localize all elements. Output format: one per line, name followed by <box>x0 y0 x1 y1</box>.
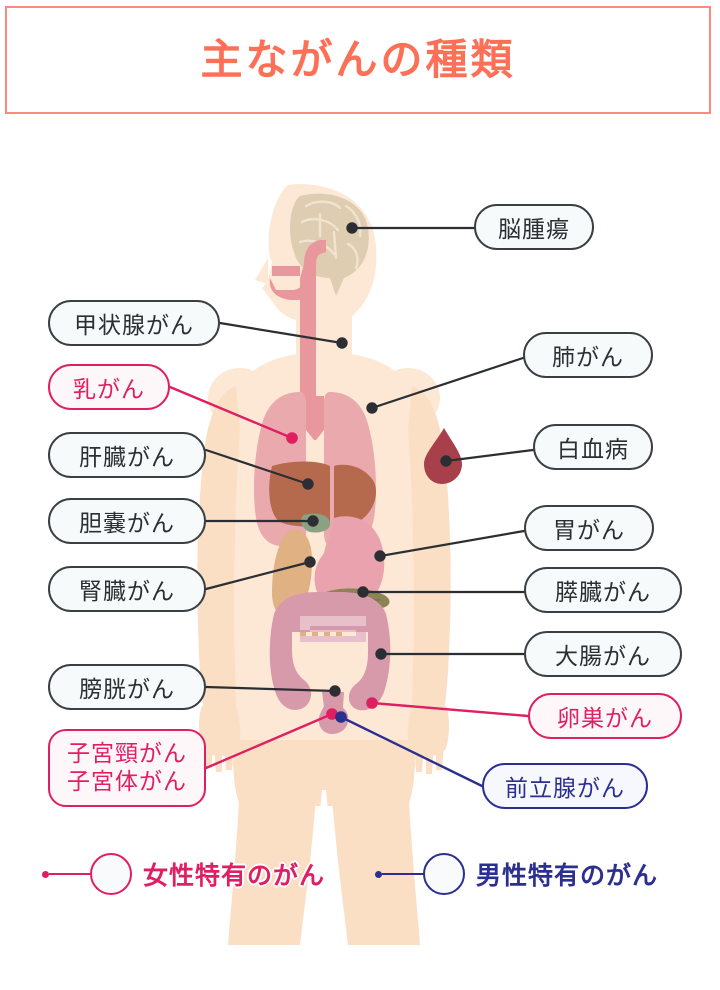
label-thyroid-cancer[interactable]: 甲状腺がん <box>48 300 220 346</box>
leader-stomach-cancer <box>378 529 526 558</box>
leader-ovarian-cancer <box>370 701 530 718</box>
right-leg <box>330 782 420 945</box>
label-bladder-cancer-text: 膀胱がん <box>79 677 175 703</box>
dot-prostate-cancer <box>335 711 347 723</box>
label-prostate-cancer-text: 前立腺がん <box>505 776 625 802</box>
legend-male-label: 男性特有のがん <box>476 861 659 890</box>
label-liver-cancer-text: 肝臓がん <box>79 445 175 471</box>
leader-liver-cancer <box>204 448 310 486</box>
leader-bladder-cancer <box>204 685 337 693</box>
title-banner: 主ながんの種類 <box>5 6 711 114</box>
face-profile <box>255 258 268 284</box>
dot-leukemia <box>440 455 452 467</box>
label-kidney-cancer[interactable]: 腎臓がん <box>48 566 206 612</box>
legend-male-circle-icon <box>423 853 465 895</box>
label-lung-cancer-text: 肺がん <box>552 345 624 371</box>
brain-folds <box>298 200 362 270</box>
dot-bladder-cancer <box>329 685 341 697</box>
leader-lines <box>168 222 535 788</box>
dot-ovarian-cancer <box>366 697 378 709</box>
label-breast-cancer-text: 乳がん <box>73 377 145 403</box>
left-arm <box>197 386 240 712</box>
label-breast-cancer[interactable]: 乳がん <box>48 364 170 410</box>
label-lung-cancer[interactable]: 肺がん <box>523 332 653 378</box>
label-pancreatic-cancer[interactable]: 膵臓がん <box>524 567 682 613</box>
dot-pancreatic-cancer <box>357 586 369 598</box>
dot-thyroid-cancer <box>336 337 348 349</box>
stomach-organ <box>314 516 385 610</box>
label-gallbladder-cancer-text: 胆嚢がん <box>79 511 175 537</box>
label-stomach-cancer[interactable]: 胃がん <box>524 505 654 551</box>
label-kidney-cancer-text: 腎臓がん <box>79 579 175 605</box>
legend-female-line-icon <box>49 873 91 875</box>
bronchi-organ <box>306 396 324 440</box>
left-leg <box>228 782 318 945</box>
label-ovarian-cancer[interactable]: 卵巣がん <box>528 693 682 739</box>
dot-colorectal-cancer <box>375 648 387 660</box>
liver-left-lobe <box>269 461 330 527</box>
label-endometrial-cancer-text: 子宮体がん <box>67 769 187 795</box>
leader-lung-cancer <box>370 356 525 410</box>
blood-drop-icon <box>424 428 462 484</box>
legend-female-circle-icon <box>90 853 132 895</box>
label-leukemia-text: 白血病 <box>557 437 629 463</box>
label-brain-tumor[interactable]: 脳腫瘍 <box>474 204 594 250</box>
legend-male-dot-icon <box>375 870 382 878</box>
leg-gap <box>312 790 336 945</box>
label-thyroid-cancer-text: 甲状腺がん <box>74 313 194 339</box>
leader-prostate-cancer <box>339 715 484 788</box>
dot-brain-tumor <box>346 222 358 234</box>
label-pancreatic-cancer-text: 膵臓がん <box>555 580 651 606</box>
intestine-inner-loop <box>300 616 366 642</box>
label-prostate-cancer[interactable]: 前立腺がん <box>482 763 648 809</box>
right-hand <box>407 706 449 757</box>
page-title: 主ながんの種類 <box>200 35 516 84</box>
legend-male-line-icon <box>382 873 424 875</box>
label-bladder-cancer[interactable]: 膀胱がん <box>48 664 206 710</box>
dot-gallbladder-cancer <box>307 515 319 527</box>
leader-breast-cancer <box>168 385 294 440</box>
label-cervical-cancer-text: 子宮頸がん <box>67 740 187 767</box>
dot-breast-cancer <box>286 432 298 444</box>
label-stomach-cancer-text: 胃がん <box>553 518 625 544</box>
label-gallbladder-cancer[interactable]: 胆嚢がん <box>48 498 206 544</box>
dot-lung-cancer <box>366 402 378 414</box>
label-colorectal-cancer[interactable]: 大腸がん <box>524 631 682 677</box>
dot-stomach-cancer <box>374 550 386 562</box>
leader-thyroid-cancer <box>218 321 344 345</box>
legend-female-specific: 女性特有のがん <box>42 853 325 895</box>
upper-nasal <box>272 266 300 276</box>
label-leukemia[interactable]: 白血病 <box>533 424 653 470</box>
label-colorectal-cancer-text: 大腸がん <box>555 644 651 670</box>
label-brain-tumor-text: 脳腫瘍 <box>498 217 570 243</box>
label-liver-cancer[interactable]: 肝臓がん <box>48 432 206 478</box>
liver-right-lobe <box>334 464 377 526</box>
leader-leukemia <box>444 448 535 463</box>
label-uterine-cancers[interactable]: 子宮頸がん 子宮体がん <box>48 729 206 807</box>
left-hand <box>199 706 241 757</box>
legend-female-label: 女性特有のがん <box>143 861 326 890</box>
windpipe-organ <box>300 240 326 400</box>
leader-kidney-cancer <box>204 560 312 591</box>
legend-male-specific: 男性特有のがん <box>375 853 658 895</box>
label-ovarian-cancer-text: 卵巣がん <box>557 706 653 732</box>
dot-liver-cancer <box>302 478 314 490</box>
legend-female-dot-icon <box>42 870 49 878</box>
dot-kidney-cancer <box>304 556 316 568</box>
leader-uterine-cancers <box>204 712 334 770</box>
